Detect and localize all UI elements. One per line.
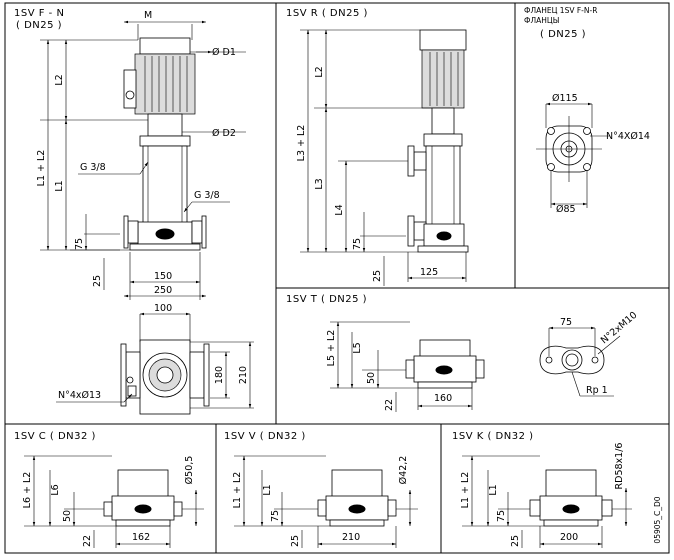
v-dim-d422: Ø42,2 (398, 456, 409, 485)
flange-holes-label: N°4XØ14 (606, 131, 650, 142)
k-dim-25: 25 (510, 535, 521, 547)
r-pump-side-view (407, 29, 469, 253)
t-rp-label: Rp 1 (586, 385, 608, 396)
top-dim-210: 210 (238, 366, 249, 384)
c-dim-162: 162 (132, 532, 150, 543)
flange-title-2: ФЛАНЦЫ (524, 16, 559, 25)
r-dim-l2: L2 (314, 66, 325, 77)
r-dim-l3: L3 (314, 178, 325, 189)
f-n-dim-250: 250 (154, 285, 172, 296)
dim-m-label: M (144, 10, 152, 21)
dim-d1-label: Ø D1 (212, 47, 236, 58)
r-dim-l3-l2: L3 + L2 (296, 125, 307, 162)
f-n-base-top-view (120, 339, 210, 415)
t-base-side-view (405, 339, 485, 389)
r-dim-75: 75 (352, 238, 363, 250)
k-dim-l1-l2: L1 + L2 (460, 472, 471, 509)
t-dim-50: 50 (366, 372, 377, 384)
r-dim-125: 125 (420, 267, 438, 278)
c-base-side-view (103, 469, 183, 527)
section-1sv-k: 1SV K ( DN32 ) L1 + L2 L1 75 25 200 RD58… (452, 431, 662, 548)
c-dim-l6-l2: L6 + L2 (22, 472, 33, 509)
v-base-side-view (317, 469, 397, 527)
t-dim-75: 75 (560, 317, 572, 328)
v-dim-25: 25 (290, 535, 301, 547)
r-title: 1SV R ( DN25 ) (286, 8, 368, 19)
g38-right-label: G 3/8 (194, 190, 220, 201)
section-1sv-f-n: 1SV F - N ( DN25 ) (14, 8, 254, 415)
section-1sv-t: 1SV T ( DN25 ) L5 + L2 L5 50 22 160 (286, 294, 639, 412)
k-dim-l1: L1 (488, 484, 499, 495)
k-dim-rd: RD58x1/6 (614, 443, 625, 490)
section-flange: ФЛАНЕЦ 1SV F-N-R ФЛАНЦЫ ( DN25 ) Ø115 N°… (524, 6, 650, 215)
c-dim-l6: L6 (50, 484, 61, 495)
top-holes-label: N°4xØ13 (58, 390, 101, 401)
k-base-side-view (529, 469, 613, 527)
v-dim-l1-l2: L1 + L2 (232, 472, 243, 509)
flange-dim-85: Ø85 (556, 204, 576, 215)
t-dim-22: 22 (384, 399, 395, 411)
k-title: 1SV K ( DN32 ) (452, 431, 534, 442)
f-n-dim-150: 150 (154, 271, 172, 282)
t-dim-160: 160 (434, 393, 452, 404)
top-dim-100: 100 (154, 303, 172, 314)
flange-drawing (536, 116, 602, 182)
section-1sv-r: 1SV R ( DN25 ) L3 + L (286, 8, 469, 286)
r-dim-25: 25 (372, 270, 383, 282)
t-dim-l5: L5 (352, 342, 363, 353)
v-dim-75: 75 (270, 510, 281, 522)
dim-l1-label: L1 (54, 180, 65, 191)
section-1sv-v: 1SV V ( DN32 ) L1 + L2 L1 75 25 210 Ø42,… (224, 431, 418, 548)
top-dim-180: 180 (214, 366, 225, 384)
t-title: 1SV T ( DN25 ) (286, 294, 367, 305)
flange-subtitle: ( DN25 ) (540, 29, 586, 40)
f-n-title: 1SV F - N (14, 8, 64, 19)
drawing-code: 05905_C_D0 (653, 496, 662, 543)
f-n-dim-25: 25 (92, 275, 103, 287)
c-dim-d505: Ø50,5 (184, 456, 195, 485)
dim-l1-l2-label: L1 + L2 (36, 150, 47, 187)
section-frames (4, 2, 670, 554)
c-dim-22: 22 (82, 535, 93, 547)
k-dim-200: 200 (560, 532, 578, 543)
f-n-pump-side-view (123, 37, 207, 251)
f-n-subtitle: ( DN25 ) (16, 20, 62, 31)
c-dim-50: 50 (62, 510, 73, 522)
k-dim-75: 75 (496, 510, 507, 522)
dim-d2-label: Ø D2 (212, 128, 236, 139)
g38-left-label: G 3/8 (80, 162, 106, 173)
v-dim-l1: L1 (262, 484, 273, 495)
c-title: 1SV C ( DN32 ) (14, 431, 96, 442)
section-1sv-c: 1SV C ( DN32 ) L6 + L2 L6 50 22 162 Ø50,… (14, 431, 204, 548)
v-title: 1SV V ( DN32 ) (224, 431, 306, 442)
f-n-dim-75: 75 (74, 238, 85, 250)
dim-l2-label: L2 (54, 74, 65, 85)
t-holes-label: N°2xM10 (599, 310, 640, 347)
flange-title-1: ФЛАНЕЦ 1SV F-N-R (524, 6, 597, 15)
t-dim-l5-l2: L5 + L2 (326, 330, 337, 367)
t-oval-flange (539, 345, 605, 375)
r-dim-l4: L4 (334, 204, 345, 215)
flange-dim-115: Ø115 (552, 93, 578, 104)
v-dim-210: 210 (342, 532, 360, 543)
